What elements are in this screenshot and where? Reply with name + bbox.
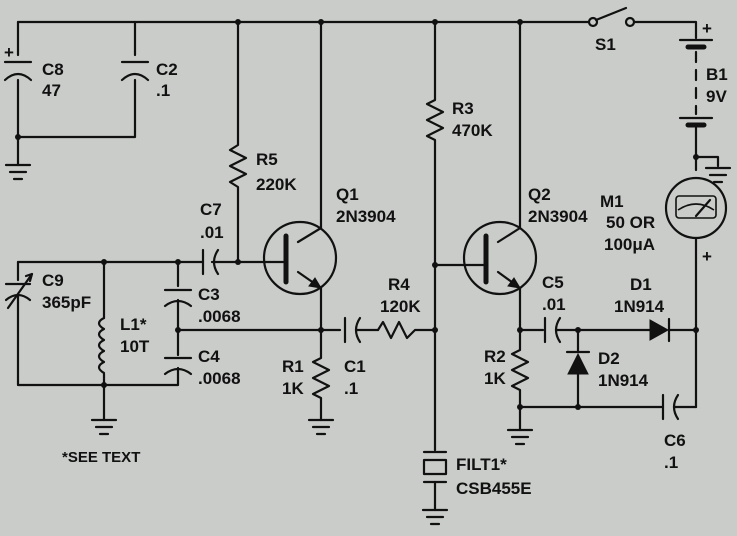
- b1-polarity: +: [702, 19, 712, 38]
- q1-ref: Q1: [336, 185, 359, 204]
- d2-ref: D2: [598, 349, 620, 368]
- q2-part: 2N3904: [528, 207, 588, 226]
- m1-value-line2: 100μA: [604, 235, 655, 254]
- resistor-r5: R5 220K: [228, 19, 297, 264]
- q1-emitter-network: R1 1K C1 .1 R4 120K: [176, 275, 437, 436]
- l1-value: 10T: [120, 337, 150, 356]
- r1-value: 1K: [282, 379, 304, 398]
- resistor-r3: R3 470K: [425, 19, 493, 452]
- tank-circuit: C9 365pF L1* 10T C3 .0068 C4 .0068 *SEE …: [4, 259, 241, 466]
- d1-ref: D1: [630, 275, 652, 294]
- c1-ref: C1: [344, 357, 366, 376]
- c8-value: 47: [42, 81, 61, 100]
- d2-part: 1N914: [598, 371, 649, 390]
- ceramic-filter-filt1: FILT1* CSB455E: [421, 450, 532, 526]
- m1-polarity: +: [702, 247, 712, 266]
- c4-ref: C4: [198, 347, 220, 366]
- r3-value: 470K: [452, 121, 493, 140]
- r2-ref: R2: [484, 347, 506, 366]
- q1-part: 2N3904: [336, 207, 396, 226]
- detector-network: R2 1K C5 .01 D1 1N914 D2 1N914 C6 .1: [484, 273, 698, 472]
- c6-value: .1: [664, 453, 678, 472]
- c9-ref: C9: [42, 271, 64, 290]
- m1-value-line1: 50 OR: [606, 213, 655, 232]
- q2-ref: Q2: [528, 185, 551, 204]
- ground-symbol: [4, 163, 32, 181]
- b1-ref: B1: [706, 65, 728, 84]
- r2-value: 1K: [484, 369, 506, 388]
- c7-ref: C7: [200, 200, 222, 219]
- capacitor-c7: C7 .01: [176, 200, 288, 276]
- l1-ref: L1*: [120, 315, 147, 334]
- d1-part: 1N914: [614, 297, 665, 316]
- s1-ref: S1: [595, 35, 616, 54]
- filt1-part: CSB455E: [456, 479, 532, 498]
- top-rail: [16, 20, 592, 57]
- c2-ref: C2: [156, 60, 178, 79]
- switch-s1: S1: [587, 6, 698, 54]
- filt1-ref: FILT1*: [456, 455, 507, 474]
- c9-value: 365pF: [42, 293, 91, 312]
- r3-ref: R3: [452, 99, 474, 118]
- r4-ref: R4: [388, 275, 410, 294]
- c6-ref: C6: [664, 431, 686, 450]
- r4-value: 120K: [380, 297, 421, 316]
- c4-value: .0068: [198, 369, 241, 388]
- c5-ref: C5: [542, 273, 564, 292]
- m1-ref: M1: [600, 192, 624, 211]
- meter-m1: M1 50 OR 100μA +: [600, 176, 728, 409]
- b1-value: 9V: [706, 87, 727, 106]
- c8-polarity: +: [4, 43, 14, 62]
- transistor-q1: Q1 2N3904: [262, 19, 396, 332]
- ground-symbol: [693, 154, 732, 184]
- r5-ref: R5: [256, 150, 278, 169]
- transistor-q2: Q2 2N3904: [433, 19, 588, 332]
- c7-value: .01: [200, 223, 224, 242]
- see-text-note: *SEE TEXT: [62, 449, 140, 466]
- r5-value: 220K: [256, 175, 297, 194]
- c1-value: .1: [344, 379, 358, 398]
- c8-ref: C8: [42, 60, 64, 79]
- capacitor-c8: + C8 47: [3, 43, 64, 167]
- capacitor-c2: C2 .1: [16, 60, 178, 139]
- battery-b1: + B1 9V: [678, 19, 728, 172]
- c3-ref: C3: [198, 285, 220, 304]
- r1-ref: R1: [282, 357, 304, 376]
- c5-value: .01: [542, 295, 566, 314]
- c2-value: .1: [156, 81, 170, 100]
- c3-value: .0068: [198, 307, 241, 326]
